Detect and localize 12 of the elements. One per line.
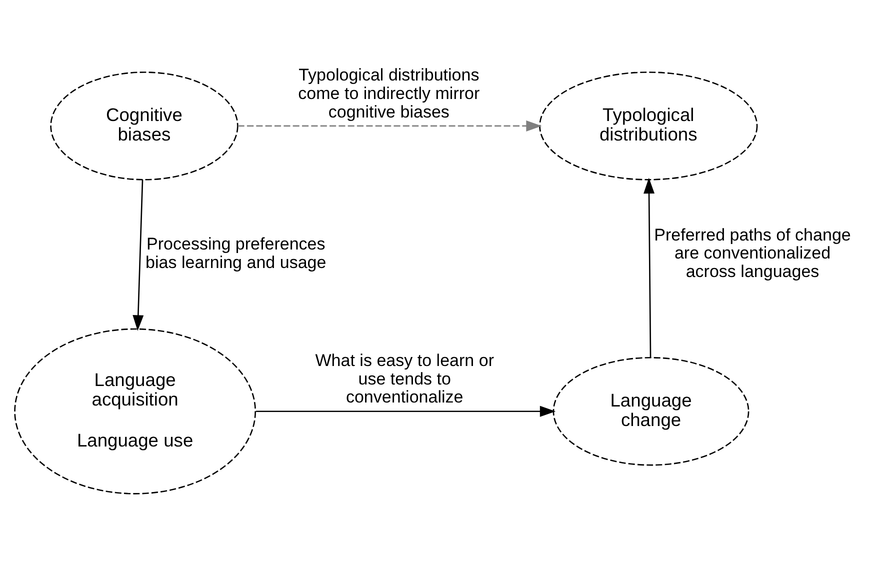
node-ellipse: Typological distributions bbox=[538, 72, 758, 180]
arrow bbox=[132, 180, 144, 331]
edge-label: What is easy to learn or use tends to conventionalize bbox=[314, 351, 494, 407]
edge-label: Processing preferences bias learning and usage bbox=[145, 234, 326, 272]
node-ellipse: Language acquisition Language use bbox=[14, 328, 256, 494]
node-ellipse: Cognitive biases bbox=[50, 72, 238, 180]
arrow bbox=[256, 406, 556, 417]
edge-label: Typological distributions come to indirectly mirror cognitive biases bbox=[298, 66, 480, 122]
edge-label: Preferred paths of change are conventionalized across languages bbox=[654, 225, 850, 282]
node-ellipse: Language change bbox=[552, 356, 749, 466]
arrow bbox=[643, 178, 654, 358]
arrow bbox=[237, 120, 542, 132]
